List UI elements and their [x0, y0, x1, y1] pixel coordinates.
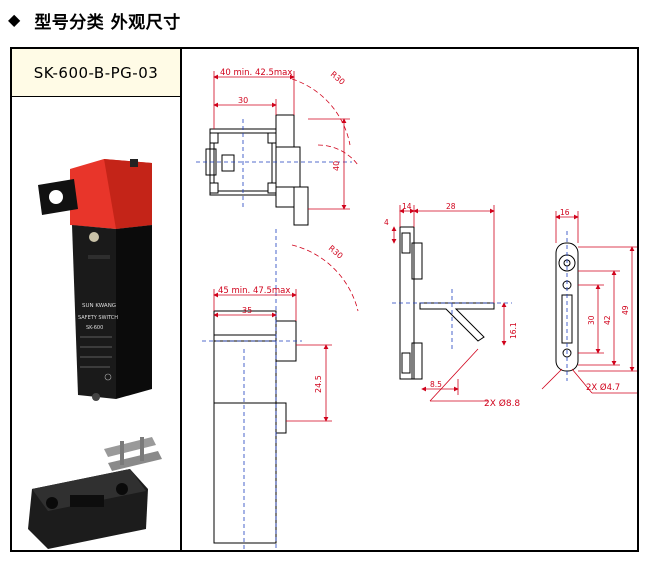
dim-top-height: 40	[332, 161, 341, 171]
side-view	[213, 310, 297, 544]
dim-top-width: 40 min. 42.5max	[220, 68, 292, 78]
switch-photo: SUN KWANG SAFETY SWITCH SK-600	[28, 159, 162, 549]
spec-table: SK-600-B-PG-03 SUN KWAN	[10, 47, 639, 552]
dimension-drawings: 40 min. 42.5max 30 40 R30	[182, 49, 638, 550]
dim-key-d: 16.1	[509, 322, 518, 339]
model-label-cell: SK-600-B-PG-03	[12, 49, 181, 97]
dim-plate-width: 16	[560, 208, 570, 217]
actuator-key-photo	[28, 437, 162, 549]
dim-key-e: 8.5	[430, 380, 442, 389]
dim-plate-h1: 30	[587, 315, 596, 325]
diamond-bullet-icon: ◆	[8, 10, 21, 29]
top-view	[205, 114, 309, 226]
dim-top-radius: R30	[329, 70, 347, 87]
dim-side-radius: R30	[327, 244, 345, 261]
dim-side-height: 24.5	[314, 375, 323, 393]
model-code: SK-600-B-PG-03	[33, 63, 159, 82]
section-title: 型号分类 外观尺寸	[34, 12, 181, 33]
dim-key-a: 4	[384, 218, 389, 227]
dim-key-hole: 2X Ø8.8	[484, 398, 520, 409]
dim-plate-h2: 42	[603, 315, 612, 325]
dim-side-inner: 35	[242, 306, 252, 315]
dim-plate-h3: 49	[621, 305, 630, 315]
technical-drawing: 40 min. 42.5max 30 40 R30	[196, 68, 638, 549]
section-header: ◆ 型号分类 外观尺寸	[8, 6, 181, 34]
column-divider	[180, 49, 182, 550]
photo-model: SK-600	[86, 325, 103, 331]
switch-head	[70, 159, 152, 229]
photo-product: SAFETY SWITCH	[78, 315, 118, 321]
dim-key-b: 14	[402, 202, 412, 211]
switch-flange	[38, 179, 78, 215]
switch-body	[72, 225, 152, 401]
product-photos: SUN KWANG SAFETY SWITCH SK-600	[12, 97, 180, 550]
photo-brand: SUN KWANG	[82, 303, 116, 309]
dim-plate-hole: 2X Ø4.7	[586, 382, 620, 393]
dim-top-inner: 30	[238, 96, 248, 105]
dim-key-c: 28	[446, 202, 456, 211]
dim-side-width: 45 min. 47.5max	[218, 286, 290, 296]
